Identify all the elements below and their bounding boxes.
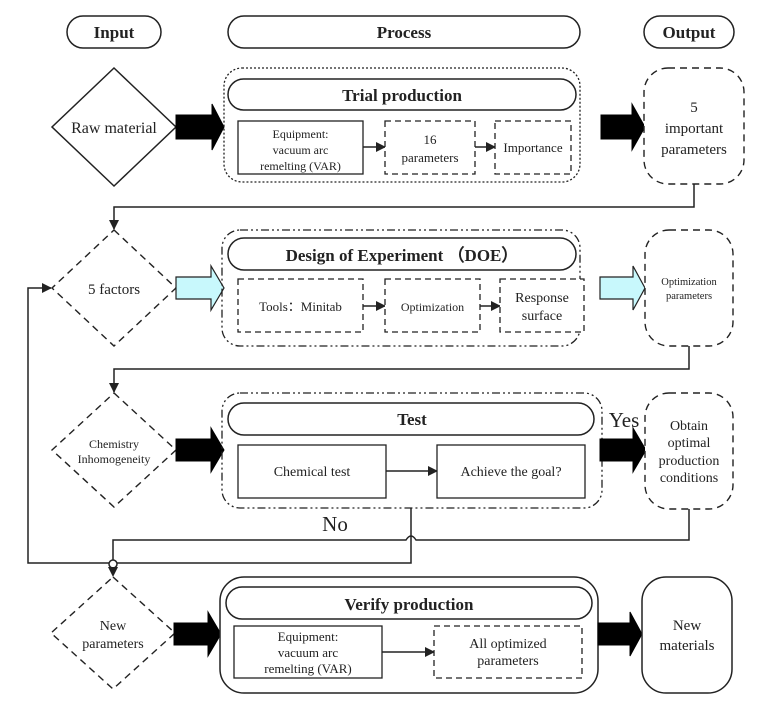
step-text: Chemical test (274, 465, 351, 480)
output-text: New (673, 618, 701, 634)
header-output: Output (643, 15, 735, 49)
output-text: Obtain (670, 419, 708, 434)
no-label: No (322, 512, 348, 536)
stage-title: Design of Experiment （DOE） (286, 245, 519, 265)
stage-doe: Design of Experiment （DOE） Tools：Minitab… (221, 229, 585, 347)
block-arrow (600, 102, 646, 152)
step-text: vacuum arc (278, 645, 339, 660)
step-text: Importance (503, 140, 562, 155)
step-text: Tools：Minitab (259, 299, 342, 314)
output-text: materials (660, 638, 715, 654)
block-arrow (175, 103, 225, 151)
connector-yes (112, 509, 690, 575)
header-process: Process (227, 15, 581, 49)
block-arrow (599, 426, 647, 474)
stage-trial-production: Trial production Equipment: vacuum arc r… (223, 67, 581, 183)
step-text: surface (522, 309, 562, 324)
block-arrow (597, 611, 643, 657)
step-text: Equipment: (273, 127, 329, 141)
output-text: Optimization (661, 277, 717, 288)
header-input: Input (66, 15, 162, 49)
connector (109, 346, 690, 393)
stage-test: Test Chemical test Achieve the goal? (221, 392, 603, 509)
step-text: Optimization (401, 300, 464, 314)
output-text: conditions (660, 471, 718, 486)
input-label: New (100, 619, 127, 634)
output-new-materials: New materials (641, 576, 733, 694)
input-5-factors: 5 factors (50, 229, 178, 347)
output-optimal-conditions: Obtain optimal production conditions (644, 392, 734, 510)
input-label: 5 factors (88, 282, 140, 298)
step-text: vacuum arc (273, 143, 329, 157)
input-new-parameters: New parameters (49, 576, 177, 690)
stage-verify-production: Verify production Equipment: vacuum arc … (219, 576, 599, 694)
output-important-parameters: 5 important parameters (643, 67, 745, 185)
header-output-label: Output (663, 23, 716, 42)
input-label: Chemistry (89, 437, 139, 451)
output-text: 5 (690, 100, 698, 116)
step-text: parameters (477, 654, 538, 669)
input-chemistry-inhomogeneity: Chemistry Inhomogeneity (50, 392, 178, 508)
step-text: Achieve the goal? (460, 465, 561, 480)
input-label: parameters (82, 637, 143, 652)
stage-title: Test (397, 410, 427, 429)
junction-marker (108, 559, 118, 577)
step-text: Equipment: (278, 629, 339, 644)
output-optimization-parameters: Optimization parameters (644, 229, 734, 347)
input-label: Inhomogeneity (78, 452, 151, 466)
header-input-label: Input (94, 23, 135, 42)
connector-no (27, 283, 412, 564)
step-text: remelting (VAR) (260, 159, 341, 173)
output-text: optimal (668, 436, 711, 451)
stage-title: Trial production (342, 86, 462, 105)
step-text: Response (515, 291, 569, 306)
highlight-arrow (599, 265, 646, 311)
yes-label: Yes (609, 408, 640, 432)
output-text: production (659, 454, 720, 469)
highlight-arrow (175, 263, 225, 313)
block-arrow (173, 610, 222, 658)
input-label: Raw material (71, 120, 157, 137)
step-text: 16 (424, 132, 438, 147)
step-text: All optimized (469, 637, 546, 652)
input-raw-material: Raw material (50, 66, 178, 188)
output-text: parameters (661, 142, 727, 158)
output-text: parameters (666, 291, 712, 302)
output-text: important (665, 121, 724, 137)
header-process-label: Process (377, 23, 432, 42)
step-text: parameters (401, 150, 458, 165)
block-arrow (175, 426, 225, 474)
step-text: remelting (VAR) (264, 661, 352, 676)
connector (109, 184, 695, 230)
stage-title: Verify production (345, 595, 474, 614)
